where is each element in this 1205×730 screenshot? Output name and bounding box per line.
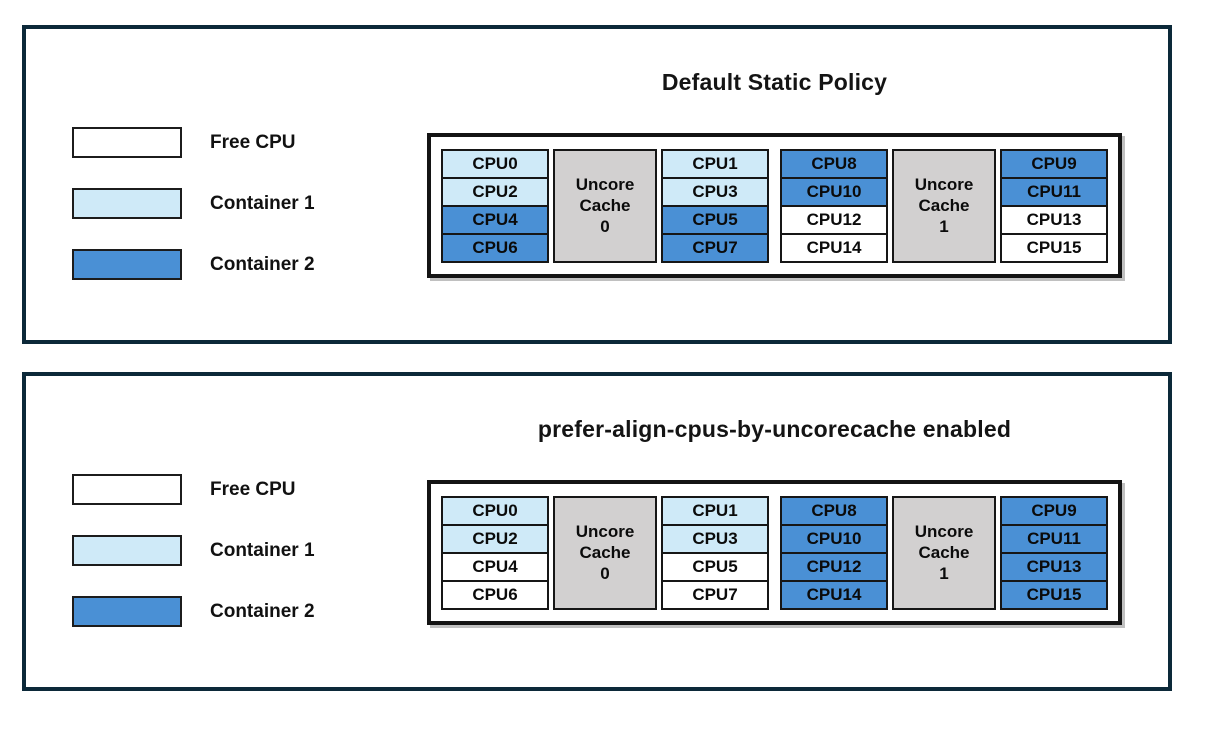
cache-label-line: 0 (600, 217, 610, 236)
cpu-column-left: CPU8 CPU10 CPU12 CPU14 (780, 148, 888, 263)
cpu-cell: CPU3 (661, 523, 769, 554)
legend-label: Container 2 (210, 253, 315, 275)
cpu-cell: CPU13 (1000, 551, 1108, 582)
cpu-column-left: CPU8 CPU10 CPU12 CPU14 (780, 495, 888, 610)
cpu-cell: CPU9 (1000, 148, 1108, 179)
cpu-cell: CPU4 (441, 551, 549, 582)
legend-swatch-container-1 (72, 188, 182, 219)
panel-title: prefer-align-cpus-by-uncorecache enabled (537, 416, 1012, 442)
cpu-cell: CPU3 (661, 176, 769, 207)
cpu-cell: CPU15 (1000, 579, 1108, 610)
legend-item-container-2: Container 2 (72, 249, 315, 280)
cpu-cell: CPU10 (780, 523, 888, 554)
legend-swatch-container-1 (72, 535, 182, 566)
cpu-cell: CPU13 (1000, 204, 1108, 235)
cache-label-line: Cache (579, 543, 631, 562)
cpu-column-left: CPU0 CPU2 CPU4 CPU6 (441, 495, 549, 610)
cpu-column-left: CPU0 CPU2 CPU4 CPU6 (441, 148, 549, 263)
legend-item-container-1: Container 1 (72, 535, 315, 566)
cache-label-line: Uncore (575, 175, 635, 194)
cache-label-line: Cache (918, 543, 970, 562)
legend-swatch-free (72, 474, 182, 505)
cache-label-line: 0 (600, 564, 610, 583)
panel-prefer-align-cpus-by-uncorecache: prefer-align-cpus-by-uncorecache enabled… (22, 372, 1172, 691)
legend-label: Container 2 (210, 600, 315, 622)
cpu-cell: CPU1 (661, 495, 769, 526)
legend-item-container-1: Container 1 (72, 188, 315, 219)
cpu-cell: CPU8 (780, 495, 888, 526)
cpu-cell: CPU8 (780, 148, 888, 179)
cpu-cell: CPU11 (1000, 523, 1108, 554)
cpu-cell: CPU5 (661, 551, 769, 582)
cpu-cell: CPU12 (780, 204, 888, 235)
cpu-cell: CPU15 (1000, 232, 1108, 263)
cpu-column-right: CPU1 CPU3 CPU5 CPU7 (661, 495, 769, 610)
cpu-column-right: CPU9 CPU11 CPU13 CPU15 (1000, 148, 1108, 263)
cache-label-line: Uncore (575, 522, 635, 541)
cache-label-line: Cache (918, 196, 970, 215)
legend-label: Container 1 (210, 539, 315, 561)
uncore-cache-1-block: Uncore Cache 1 (892, 148, 996, 263)
legend-swatch-container-2 (72, 596, 182, 627)
legend-item-container-2: Container 2 (72, 596, 315, 627)
uncore-cache-1-group: CPU8 CPU10 CPU12 CPU14 Uncore Cache 1 CP… (780, 495, 1108, 610)
cpu-cell: CPU4 (441, 204, 549, 235)
cache-label-line: 1 (939, 564, 949, 583)
cpu-cell: CPU9 (1000, 495, 1108, 526)
legend: Free CPU Container 1 Container 2 (72, 474, 315, 657)
uncore-cache-0-group: CPU0 CPU2 CPU4 CPU6 Uncore Cache 0 CPU1 … (441, 148, 769, 263)
cache-label-line: Cache (579, 196, 631, 215)
panel-title: Default Static Policy (661, 69, 888, 95)
legend-item-free-cpu: Free CPU (72, 474, 315, 505)
legend-label: Free CPU (210, 131, 296, 153)
uncore-cache-1-group: CPU8 CPU10 CPU12 CPU14 Uncore Cache 1 CP… (780, 148, 1108, 263)
cpu-column-right: CPU9 CPU11 CPU13 CPU15 (1000, 495, 1108, 610)
cache-label-line: 1 (939, 217, 949, 236)
cpu-cell: CPU7 (661, 232, 769, 263)
cpu-cell: CPU2 (441, 523, 549, 554)
cpu-topology-diagram: CPU0 CPU2 CPU4 CPU6 Uncore Cache 0 CPU1 … (427, 133, 1122, 278)
legend-swatch-container-2 (72, 249, 182, 280)
cpu-cell: CPU11 (1000, 176, 1108, 207)
cache-label-line: Uncore (914, 522, 974, 541)
panel-default-static-policy: Default Static Policy Free CPU Container… (22, 25, 1172, 344)
legend: Free CPU Container 1 Container 2 (72, 127, 315, 310)
uncore-cache-0-group: CPU0 CPU2 CPU4 CPU6 Uncore Cache 0 CPU1 … (441, 495, 769, 610)
legend-swatch-free (72, 127, 182, 158)
uncore-cache-0-block: Uncore Cache 0 (553, 148, 657, 263)
legend-label: Free CPU (210, 478, 296, 500)
cpu-cell: CPU0 (441, 495, 549, 526)
cpu-cell: CPU5 (661, 204, 769, 235)
cpu-cell: CPU12 (780, 551, 888, 582)
cache-label-line: Uncore (914, 175, 974, 194)
cpu-cell: CPU6 (441, 232, 549, 263)
cpu-cell: CPU10 (780, 176, 888, 207)
cpu-cell: CPU7 (661, 579, 769, 610)
cpu-column-right: CPU1 CPU3 CPU5 CPU7 (661, 148, 769, 263)
cpu-cell: CPU1 (661, 148, 769, 179)
uncore-cache-1-block: Uncore Cache 1 (892, 495, 996, 610)
uncore-cache-0-block: Uncore Cache 0 (553, 495, 657, 610)
legend-label: Container 1 (210, 192, 315, 214)
cpu-cell: CPU0 (441, 148, 549, 179)
cpu-cell: CPU14 (780, 579, 888, 610)
cpu-cell: CPU14 (780, 232, 888, 263)
cpu-topology-diagram: CPU0 CPU2 CPU4 CPU6 Uncore Cache 0 CPU1 … (427, 480, 1122, 625)
cpu-cell: CPU6 (441, 579, 549, 610)
legend-item-free-cpu: Free CPU (72, 127, 315, 158)
cpu-cell: CPU2 (441, 176, 549, 207)
